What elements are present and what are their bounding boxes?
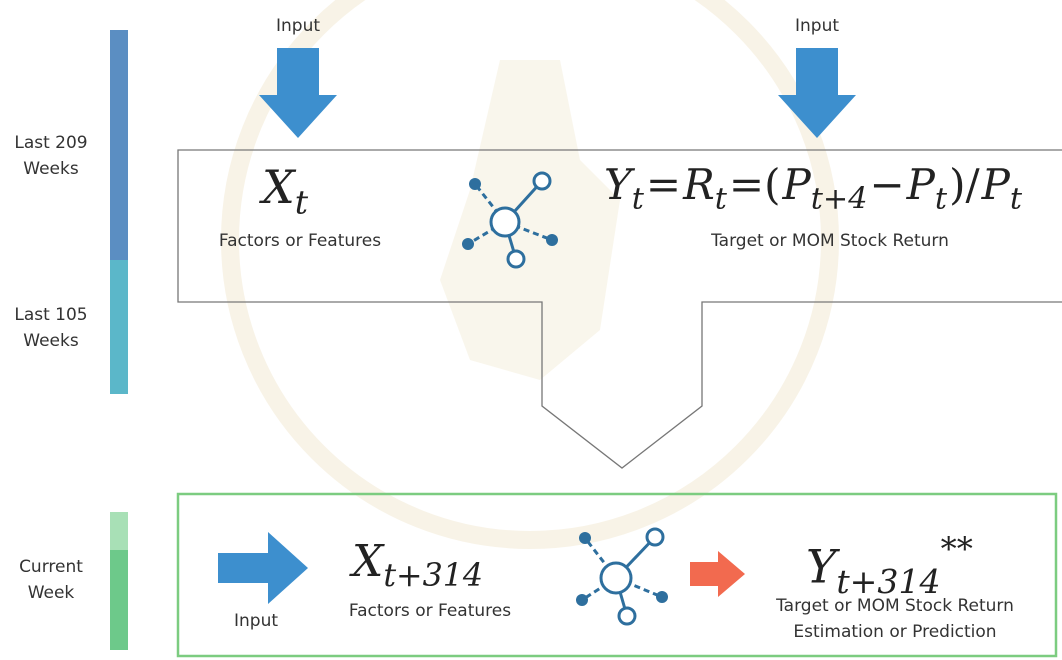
prediction-y-caption-2: Estimation or Prediction [793,622,997,642]
training-frame [177,149,1062,469]
prediction-frame [176,492,1058,658]
timeline-label-current: Current Week [19,557,83,603]
timeline-label-105: Last 105 Weeks [14,305,88,351]
training-y-equation: Yt=Rt=(Pt+4−Pt)/Pt [604,160,1023,217]
input-arrow-left [259,48,337,138]
input-label-bottom: Input [233,611,279,631]
timeline-label-209: Last 209 Weeks [14,133,88,179]
prediction-y-formula: Yt+314** [806,530,973,602]
input-arrow-bottom [218,532,308,604]
training-x-caption: Factors or Features [218,231,382,251]
output-arrow [690,551,745,597]
input-label-top-right: Input [794,16,840,36]
prediction-x-formula: Xt+314 [352,536,484,595]
timeline-bar-current [110,550,128,650]
network-icon-top [462,171,558,269]
training-y-caption: Target or MOM Stock Return [711,231,949,251]
training-x-formula: Xt [262,160,309,222]
input-label-top-left: Input [275,16,321,36]
prediction-y-caption-1: Target or MOM Stock Return [776,596,1014,616]
timeline-bar-105 [110,260,128,394]
prediction-x-caption: Factors or Features [348,601,512,621]
input-arrow-right [778,48,856,138]
timeline-bar-current-light [110,512,128,550]
timeline-bar-209 [110,30,128,260]
network-icon-bottom [576,527,668,626]
